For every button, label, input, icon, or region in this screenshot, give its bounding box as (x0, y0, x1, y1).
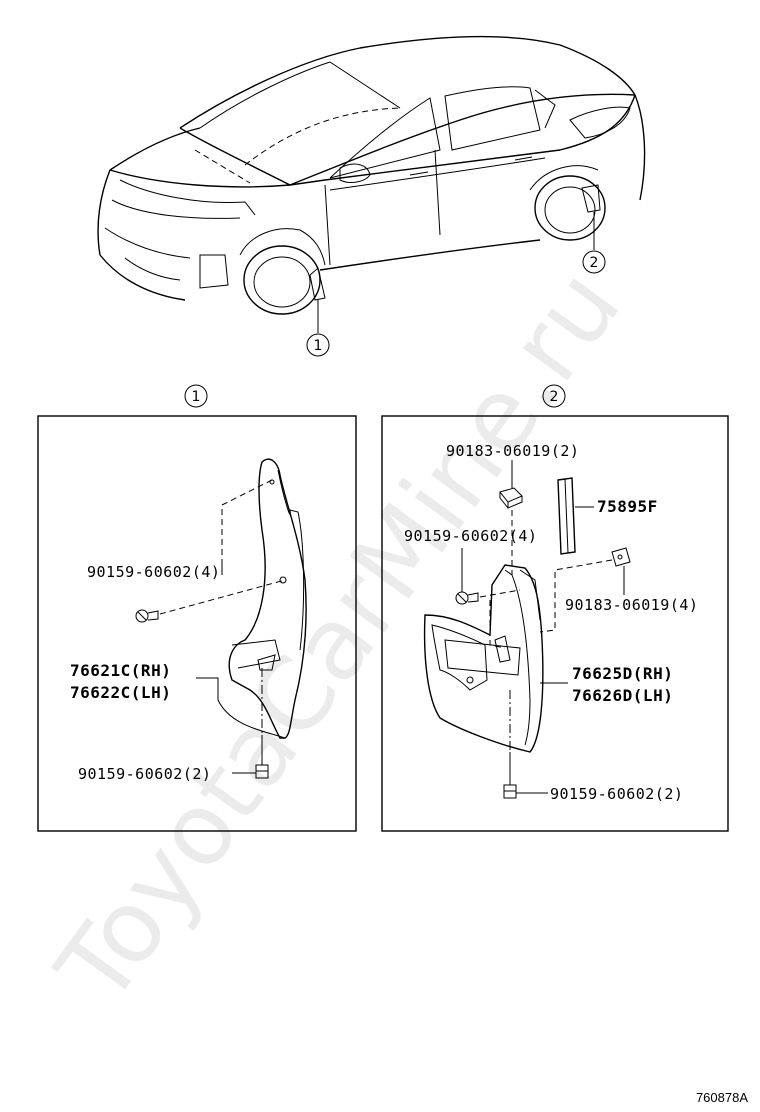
rear-screw-lower-illustration (503, 752, 517, 799)
svg-text:1: 1 (314, 338, 323, 354)
rear-nut-top-label: 90183-06019(2) (446, 442, 579, 460)
rear-screw-upper-illustration (455, 591, 479, 605)
front-mudguard-lh-label: 76622C(LH) (70, 683, 171, 702)
rear-mudguard-lh-label: 76626D(LH) (572, 686, 673, 705)
panel-rear-heading: 2 (542, 384, 566, 408)
panel-front-frame (37, 415, 357, 832)
rear-nut-top-illustration (499, 487, 523, 509)
front-screw-lower-label: 90159-60602(2) (78, 765, 211, 783)
front-screw-upper-label: 90159-60602(4) (87, 563, 220, 581)
front-screw-upper-path-2 (221, 479, 273, 565)
rear-screw-lower-label: 90159-60602(2) (550, 785, 683, 803)
svg-text:2: 2 (590, 255, 599, 271)
svg-text:2: 2 (550, 389, 559, 405)
rear-nut-side-path (539, 559, 613, 633)
front-mudguard-leader (196, 677, 286, 739)
watermark: ToyotaCarMine.ru (34, 249, 643, 1025)
diagram-code: 760878A (696, 1090, 748, 1105)
rear-screw-upper-label: 90159-60602(4) (404, 527, 537, 545)
callout-front: 1 (306, 333, 330, 357)
front-mudguard-rh-label: 76621C(RH) (70, 661, 171, 680)
svg-text:1: 1 (192, 389, 201, 405)
front-screw-upper-path (159, 579, 286, 615)
panel-rear-frame (381, 415, 729, 832)
rear-screw-upper-path (479, 589, 521, 649)
panel-front-heading: 1 (184, 384, 208, 408)
rear-mudguard-rh-label: 76625D(RH) (572, 664, 673, 683)
rear-tape-illustration (557, 477, 576, 555)
front-screw-lower-illustration (255, 735, 269, 779)
rear-tape-label: 75895F (597, 497, 658, 516)
front-screw-upper-illustration (135, 609, 159, 623)
callout-rear: 2 (582, 250, 606, 274)
rear-nut-side-illustration (611, 547, 631, 567)
rear-nut-side-label: 90183-06019(4) (565, 596, 698, 614)
car-illustration (97, 35, 646, 333)
